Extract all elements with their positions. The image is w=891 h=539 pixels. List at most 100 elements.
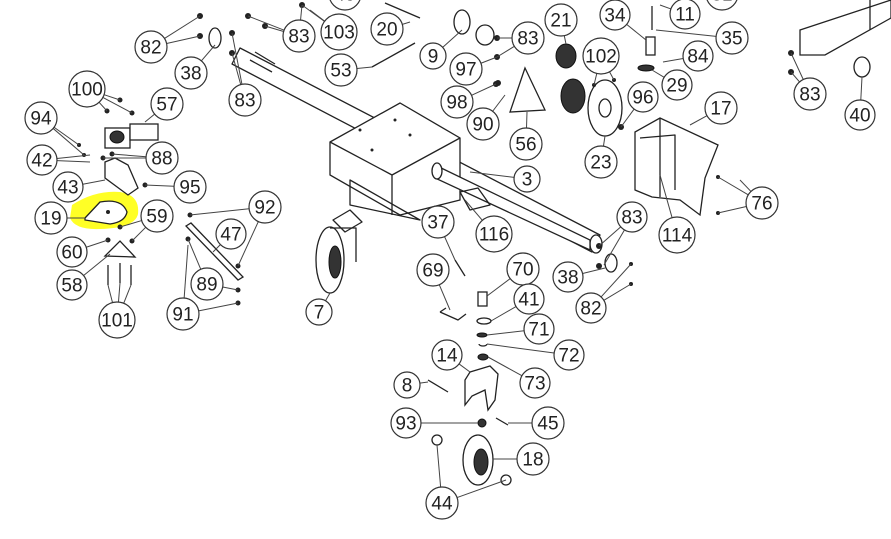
callout-92[interactable]: 92	[248, 190, 282, 224]
callout-18[interactable]: 18	[516, 442, 550, 476]
callout-42[interactable]: 42	[26, 144, 58, 176]
callout-83[interactable]: 83	[511, 21, 545, 55]
callout-93[interactable]: 93	[390, 407, 422, 439]
leader-line-83	[264, 25, 284, 32]
callout-7[interactable]: 7	[305, 298, 333, 326]
bearing-73	[477, 353, 489, 361]
callout-116[interactable]: 116	[475, 215, 513, 253]
callout-83[interactable]: 83	[228, 83, 262, 117]
callout-95[interactable]: 95	[173, 170, 207, 204]
callout-20[interactable]: 20	[370, 12, 404, 46]
callout-circle	[519, 367, 551, 399]
callout-102[interactable]: 102	[582, 37, 620, 75]
hexkey-69	[439, 307, 467, 321]
callout-31[interactable]: 31	[706, 0, 738, 11]
callout-70[interactable]: 70	[506, 252, 540, 286]
callout-29[interactable]: 29	[661, 69, 693, 101]
callout-number: 3	[522, 170, 533, 191]
leader-line-56	[525, 111, 528, 129]
leader-line-44	[436, 444, 442, 488]
callout-9[interactable]: 9	[419, 42, 447, 70]
callout-114[interactable]: 114	[658, 216, 696, 254]
callout-84[interactable]: 84	[682, 40, 714, 72]
callout-circle	[793, 77, 827, 111]
callout-circle	[661, 69, 693, 101]
callout-number: 40	[849, 106, 870, 127]
callout-38[interactable]: 38	[174, 56, 208, 90]
leader-line-60	[86, 239, 109, 248]
leader-line-83	[231, 32, 243, 85]
callout-82[interactable]: 82	[134, 30, 168, 64]
leader-line-94	[52, 128, 85, 156]
callout-number: 82	[140, 38, 161, 59]
leader-line-96	[620, 108, 635, 128]
callout-57[interactable]: 57	[150, 87, 184, 121]
callout-69[interactable]: 69	[416, 253, 450, 287]
callout-60[interactable]: 60	[56, 236, 88, 268]
callout-71[interactable]: 71	[523, 313, 555, 345]
callout-59[interactable]: 59	[140, 199, 174, 233]
callout-circle	[26, 144, 58, 176]
callout-number: 72	[558, 346, 579, 367]
callout-103[interactable]: 103	[320, 13, 358, 51]
callout-38[interactable]: 38	[552, 261, 584, 293]
callout-91[interactable]: 91	[166, 297, 200, 331]
callout-82[interactable]: 82	[575, 292, 607, 324]
callout-number: 38	[557, 268, 578, 289]
nut-93	[477, 418, 487, 428]
callout-89[interactable]: 89	[190, 267, 224, 301]
callout-23[interactable]: 23	[584, 145, 618, 179]
callout-100[interactable]: 100	[68, 70, 106, 108]
callout-circle	[516, 442, 550, 476]
callout-73[interactable]: 73	[519, 367, 551, 399]
callout-number: 71	[528, 320, 549, 341]
callout-72[interactable]: 72	[553, 339, 585, 371]
callout-41[interactable]: 41	[513, 283, 545, 315]
callout-circle	[34, 201, 68, 235]
callout-17[interactable]: 17	[704, 91, 738, 125]
callout-circle	[416, 253, 450, 287]
callout-83[interactable]: 83	[282, 19, 316, 53]
callout-circle	[584, 145, 618, 179]
callout-45[interactable]: 45	[531, 406, 565, 440]
callout-49[interactable]: 49	[329, 0, 361, 11]
callout-21[interactable]: 21	[544, 3, 578, 37]
callout-96[interactable]: 96	[627, 81, 659, 113]
callout-44[interactable]: 44	[425, 486, 459, 520]
callout-98[interactable]: 98	[440, 85, 474, 119]
callout-53[interactable]: 53	[324, 53, 358, 87]
bracket-43	[104, 157, 139, 196]
spring-20	[384, 2, 421, 19]
callout-37[interactable]: 37	[421, 205, 455, 239]
callout-circle	[305, 298, 333, 326]
clip-72	[478, 343, 488, 347]
callout-3[interactable]: 3	[513, 165, 541, 193]
callout-83[interactable]: 83	[616, 201, 648, 233]
callout-43[interactable]: 43	[52, 171, 84, 203]
callout-56[interactable]: 56	[509, 127, 543, 161]
leader-line-83	[790, 71, 800, 83]
callout-97[interactable]: 97	[449, 52, 483, 86]
callout-94[interactable]: 94	[24, 101, 58, 135]
callout-19[interactable]: 19	[34, 201, 68, 235]
callout-40[interactable]: 40	[844, 99, 876, 131]
leader-line-91	[198, 302, 239, 312]
callout-circle	[419, 42, 447, 70]
callout-number: 20	[376, 20, 397, 41]
callout-90[interactable]: 90	[466, 107, 500, 141]
callout-11[interactable]: 11	[669, 0, 701, 30]
callout-47[interactable]: 47	[215, 218, 247, 250]
motor-57	[104, 123, 159, 149]
callout-circle	[466, 107, 500, 141]
callout-58[interactable]: 58	[56, 269, 88, 301]
callout-88[interactable]: 88	[145, 141, 179, 175]
callout-101[interactable]: 101	[98, 301, 136, 339]
leader-line-88	[111, 153, 147, 158]
callout-14[interactable]: 14	[431, 339, 463, 371]
callout-76[interactable]: 76	[745, 186, 779, 220]
callout-35[interactable]: 35	[715, 21, 749, 55]
callout-number: 93	[395, 414, 416, 435]
callout-83[interactable]: 83	[793, 77, 827, 111]
callout-8[interactable]: 8	[393, 371, 421, 399]
callout-34[interactable]: 34	[599, 0, 631, 31]
